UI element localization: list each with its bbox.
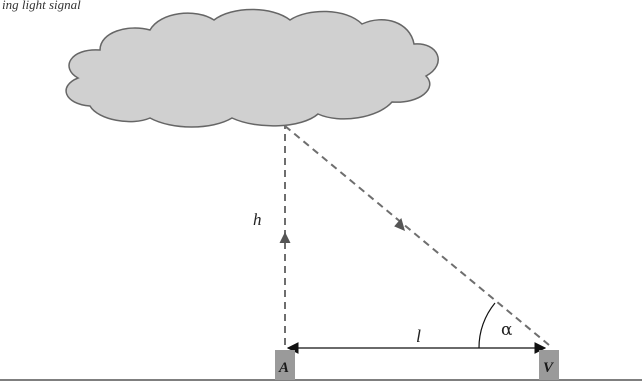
upward-arrow-icon — [279, 232, 291, 243]
signal-dashed-line — [284, 125, 550, 346]
point-a-label: A — [278, 360, 289, 376]
caption-text: ing light signal — [2, 0, 81, 12]
cloud-shape — [65, 8, 439, 128]
diagonal-arrow-icon — [394, 218, 405, 231]
station-v-box — [539, 350, 559, 380]
angle-arc — [478, 302, 496, 349]
station-a-box — [275, 350, 295, 380]
height-label: h — [253, 210, 262, 229]
angle-label: α — [501, 320, 513, 340]
point-v-label: V — [543, 360, 555, 376]
distance-label: l — [416, 326, 421, 346]
